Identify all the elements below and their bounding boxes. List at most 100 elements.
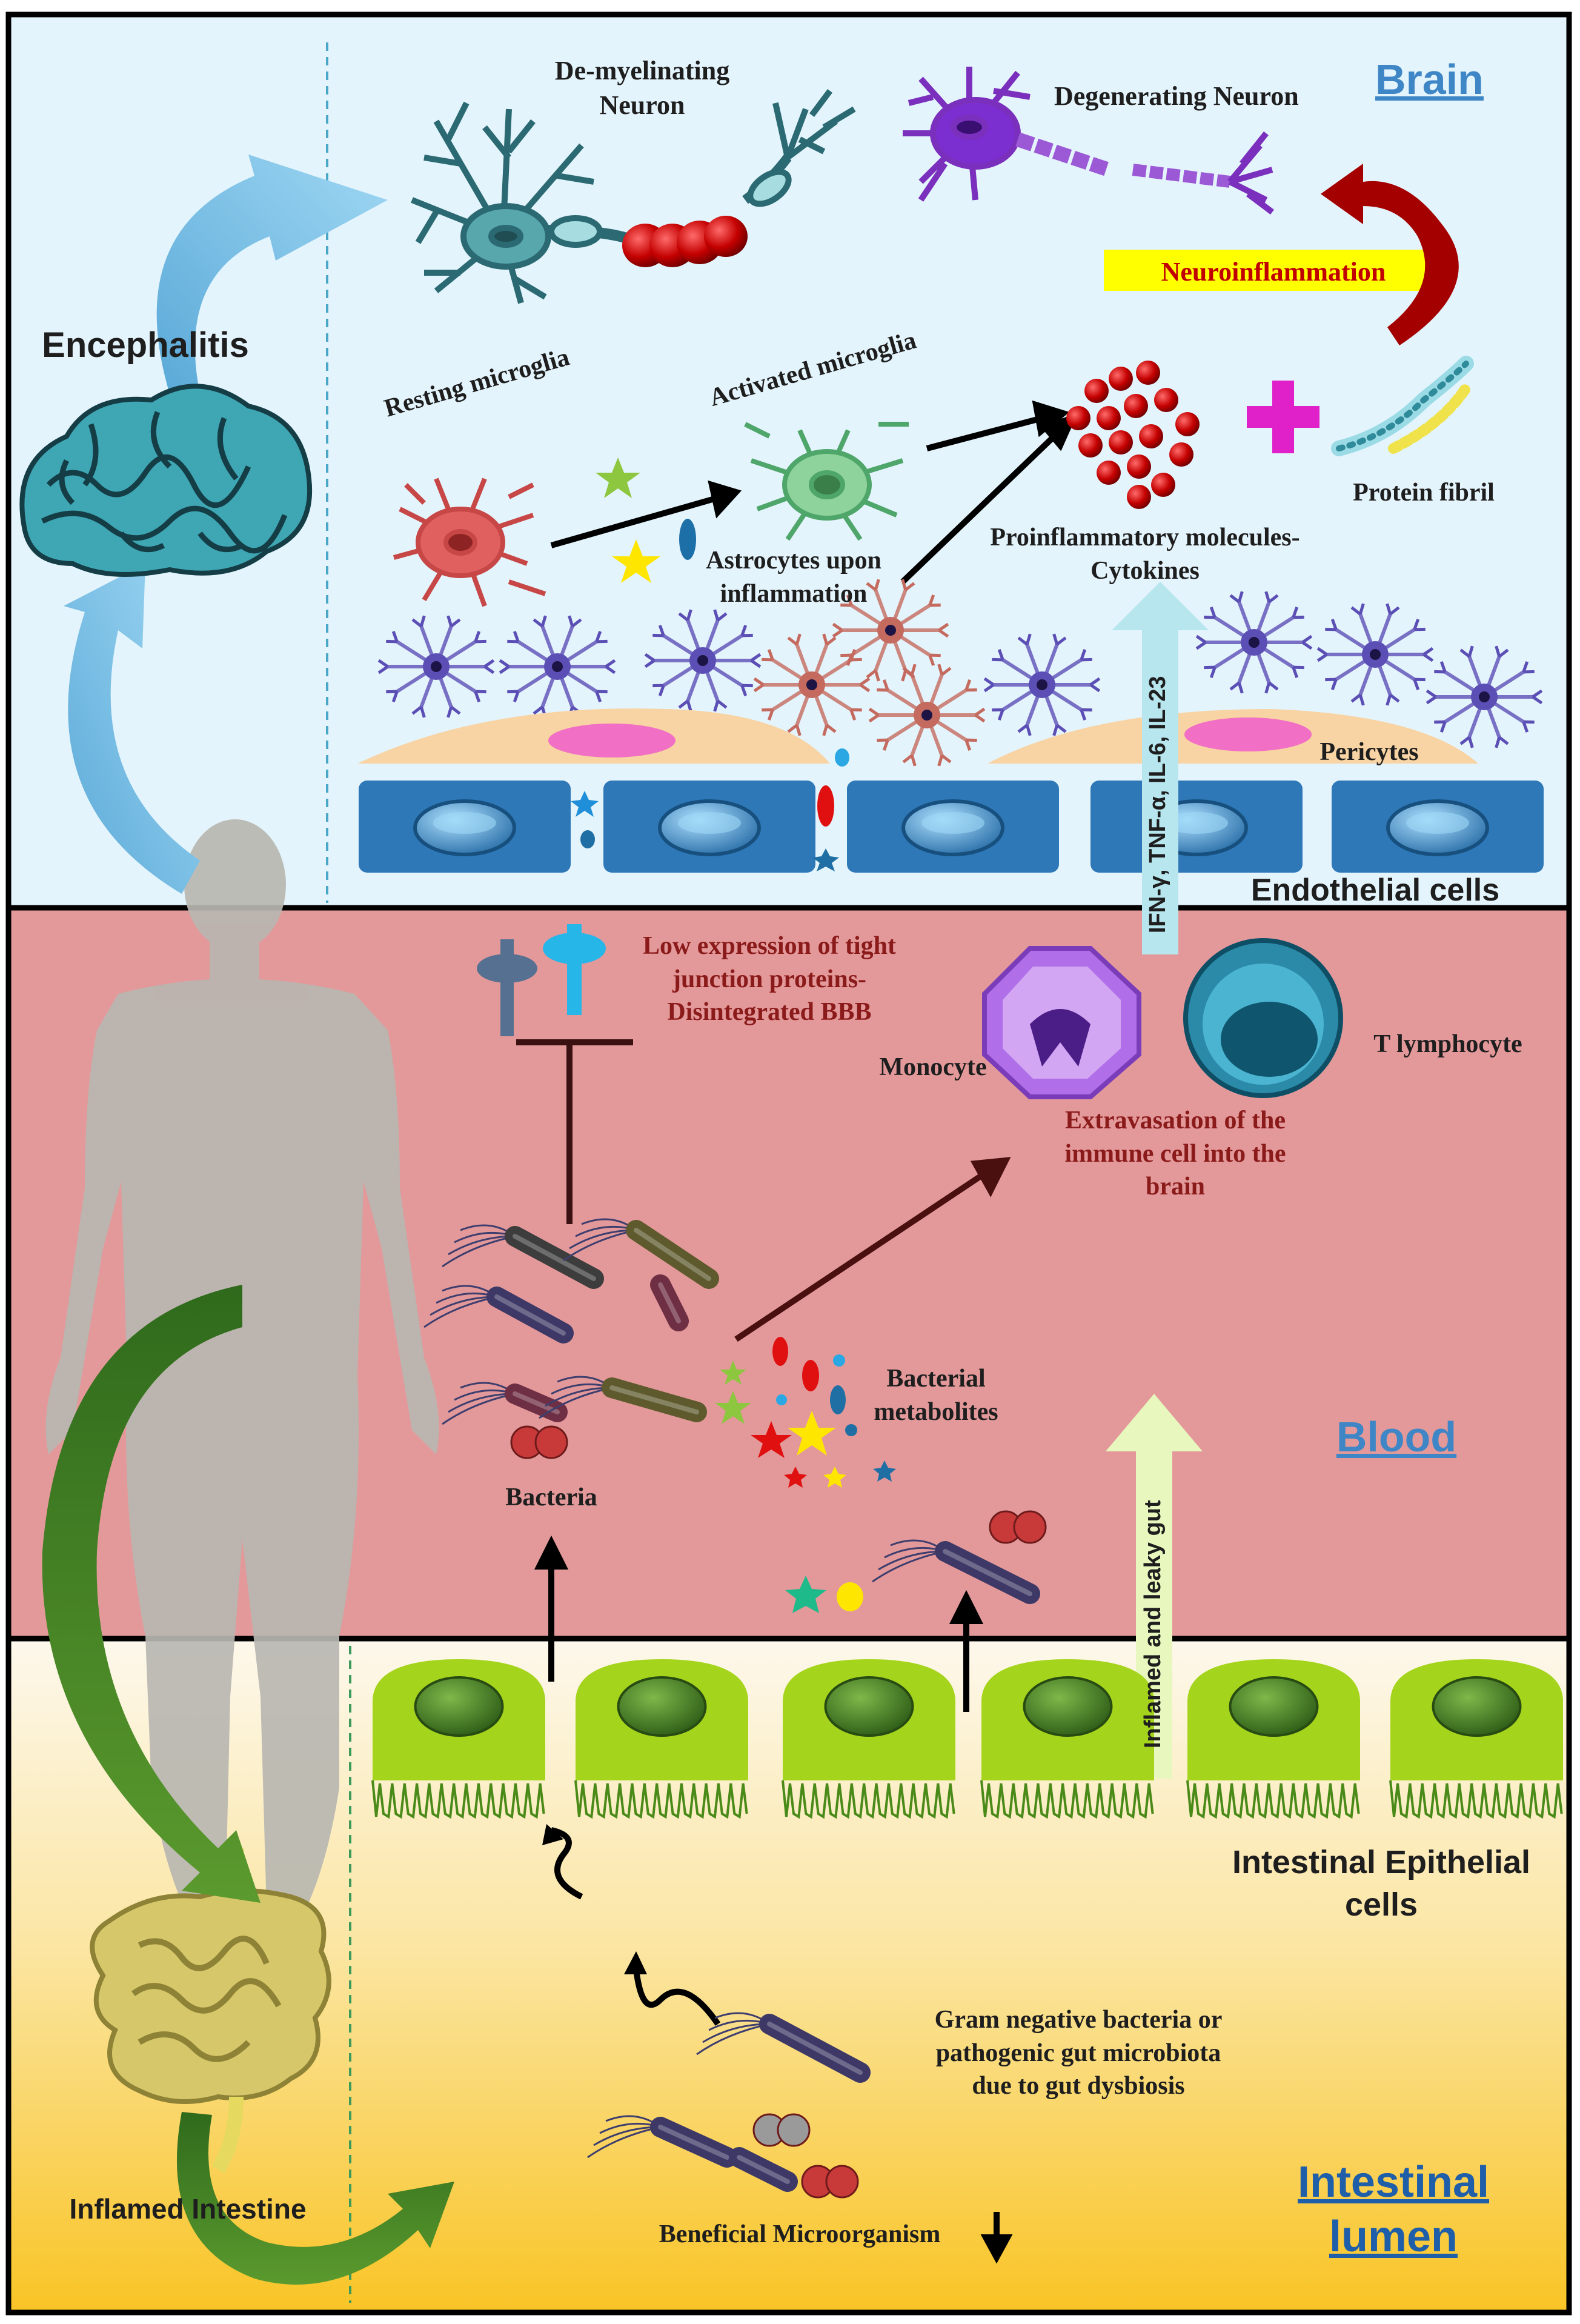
bacterium-icon: [752, 2113, 811, 2147]
endothelial-cell: [359, 781, 571, 873]
degenerating-neuron-icon: [903, 67, 1274, 215]
brain-icon: [19, 384, 313, 577]
upward-arrows: [534, 1535, 984, 1712]
bacterium-icon: [650, 1274, 689, 1331]
arrow-to-brain-lower: [64, 564, 200, 894]
plus-icon: [1247, 381, 1319, 453]
bacterium-icon: [423, 1285, 574, 1343]
label-cytokine-list: IFN-γ, TNF-α, IL-6, IL-23: [1145, 676, 1170, 933]
human-silhouette: [45, 819, 439, 1915]
label-intestinal-epithelial: Intestinal Epithelial cells: [1232, 1844, 1531, 1923]
leaky-gut-arrow: [1106, 1394, 1203, 1779]
star-icon: [596, 458, 640, 498]
bacterium-icon: [801, 2165, 859, 2199]
bacterium-icon: [539, 1376, 707, 1422]
monocyte-icon: [982, 946, 1141, 1099]
astrocyte-icon: [377, 615, 495, 718]
arrow-to-encephalitis: [156, 155, 388, 394]
label-endothelial: Endothelial cells: [1250, 873, 1500, 908]
cytokine-up-arrow: [1112, 582, 1209, 954]
label-astrocytes: Astrocytes upon inflammation: [706, 547, 881, 608]
epithelial-cell: [371, 1659, 545, 1819]
label-demyelinating: De-myelinating Neuron: [554, 56, 730, 121]
pericyte-nucleus-left: [548, 724, 675, 757]
epithelial-cell: [574, 1659, 748, 1819]
label-proinflammatory: Proinflammatory molecules- Cytokines: [990, 524, 1300, 585]
section-title-brain: Brain: [1375, 56, 1484, 103]
arrow-body-to-intestine: [42, 1285, 261, 1903]
down-arrow-icon: [980, 2212, 1013, 2264]
astrocyte-icon: [499, 615, 616, 718]
bacterium-icon: [696, 2012, 871, 2083]
label-degenerating: Degenerating Neuron: [1054, 81, 1299, 111]
section-title-blood: Blood: [1336, 1413, 1457, 1460]
astrocyte-icon: [753, 633, 871, 736]
label-inflamed-intestine: Inflamed Intestine: [69, 2193, 307, 2225]
epithelial-cell: [782, 1659, 955, 1819]
bacterium-icon: [587, 2115, 737, 2168]
inhibition-symbol: [516, 1039, 633, 1224]
squiggle-heads: [542, 1824, 647, 1974]
label-gram-negative: Gram negative bacteria or pathogenic gut…: [934, 2006, 1223, 2100]
endothelial-cell: [1332, 781, 1544, 873]
bacterium-icon: [989, 1510, 1047, 1544]
t-lymphocyte-icon: [1183, 938, 1343, 1098]
astrocyte-icon: [644, 609, 762, 712]
dot-icon: [679, 519, 696, 560]
star-icon: [612, 539, 660, 583]
endothelial-cell: [603, 781, 815, 873]
arrow-intestine-out: [177, 2112, 454, 2285]
metabolites-group: [715, 1337, 896, 1613]
astrocyte-icon: [1316, 603, 1434, 706]
astrocyte-icon: [832, 579, 949, 682]
bacterium-icon: [729, 2147, 798, 2192]
extravasation-arrow: [734, 1157, 1011, 1342]
bacterium-icon: [510, 1425, 568, 1459]
activated-microglia-icon: [744, 422, 909, 541]
astrocyte-row: [377, 579, 1543, 767]
protein-fibril-icon: [1331, 356, 1474, 456]
section-title-lumen: Intestinal lumen: [1297, 2158, 1490, 2261]
label-extravasation: Extravasation of the immune cell into th…: [1064, 1107, 1286, 1201]
label-bacteria: Bacteria: [505, 1483, 597, 1511]
astrocyte-icon: [983, 633, 1101, 736]
bacterium-icon: [872, 1539, 1040, 1604]
junction-marks: [571, 748, 849, 871]
brain-arrows: [550, 400, 1078, 584]
label-pericytes: Pericytes: [1319, 738, 1419, 766]
endothelial-row: [359, 781, 1544, 873]
astrocyte-icon: [868, 664, 986, 767]
endothelial-cell: [847, 781, 1059, 873]
arrow-fibril-to-neuroinflammation: [1321, 164, 1459, 345]
myelin-beads: [622, 216, 748, 267]
bacteria-group: [423, 1218, 1047, 1604]
neuroinflammation-box: [1104, 250, 1443, 291]
pericyte-nucleus-right: [1184, 718, 1312, 751]
astrocyte-icon: [1195, 591, 1313, 694]
demyelinating-neuron-icon: [411, 89, 856, 304]
label-protein-fibril: Protein fibril: [1353, 479, 1495, 507]
astrocyte-icon: [1426, 645, 1543, 748]
epithelial-row: [371, 1659, 1563, 1819]
squiggle-arrows: [550, 1827, 721, 2026]
lumen-bacteria-group: [587, 2012, 871, 2199]
label-monocyte: Monocyte: [879, 1053, 987, 1081]
bacterium-icon: [442, 1224, 604, 1289]
label-bacterial-metabolites: Bacterial metabolites: [874, 1365, 998, 1426]
label-leaky-gut: Inflamed and leaky gut: [1140, 1500, 1166, 1748]
label-encephalitis: Encephalitis: [42, 325, 249, 365]
bacterium-icon: [442, 1382, 568, 1425]
epithelial-cell: [1186, 1659, 1360, 1819]
label-t-lymphocyte: T lymphocyte: [1373, 1030, 1522, 1058]
resting-microglia-icon: [393, 478, 546, 607]
epithelial-cell: [1389, 1659, 1563, 1819]
label-beneficial: Beneficial Microorganism: [659, 2220, 941, 2248]
cytokine-cluster-icon: [1066, 361, 1200, 509]
epithelial-cell: [980, 1659, 1154, 1819]
label-tight-junction: Low expression of tight junction protein…: [642, 932, 897, 1027]
label-neuroinflammation: Neuroinflammation: [1161, 257, 1386, 287]
tight-junction-icon-light: [543, 924, 606, 1015]
endothelial-cell: [1090, 781, 1303, 873]
bacterium-icon: [563, 1218, 719, 1289]
